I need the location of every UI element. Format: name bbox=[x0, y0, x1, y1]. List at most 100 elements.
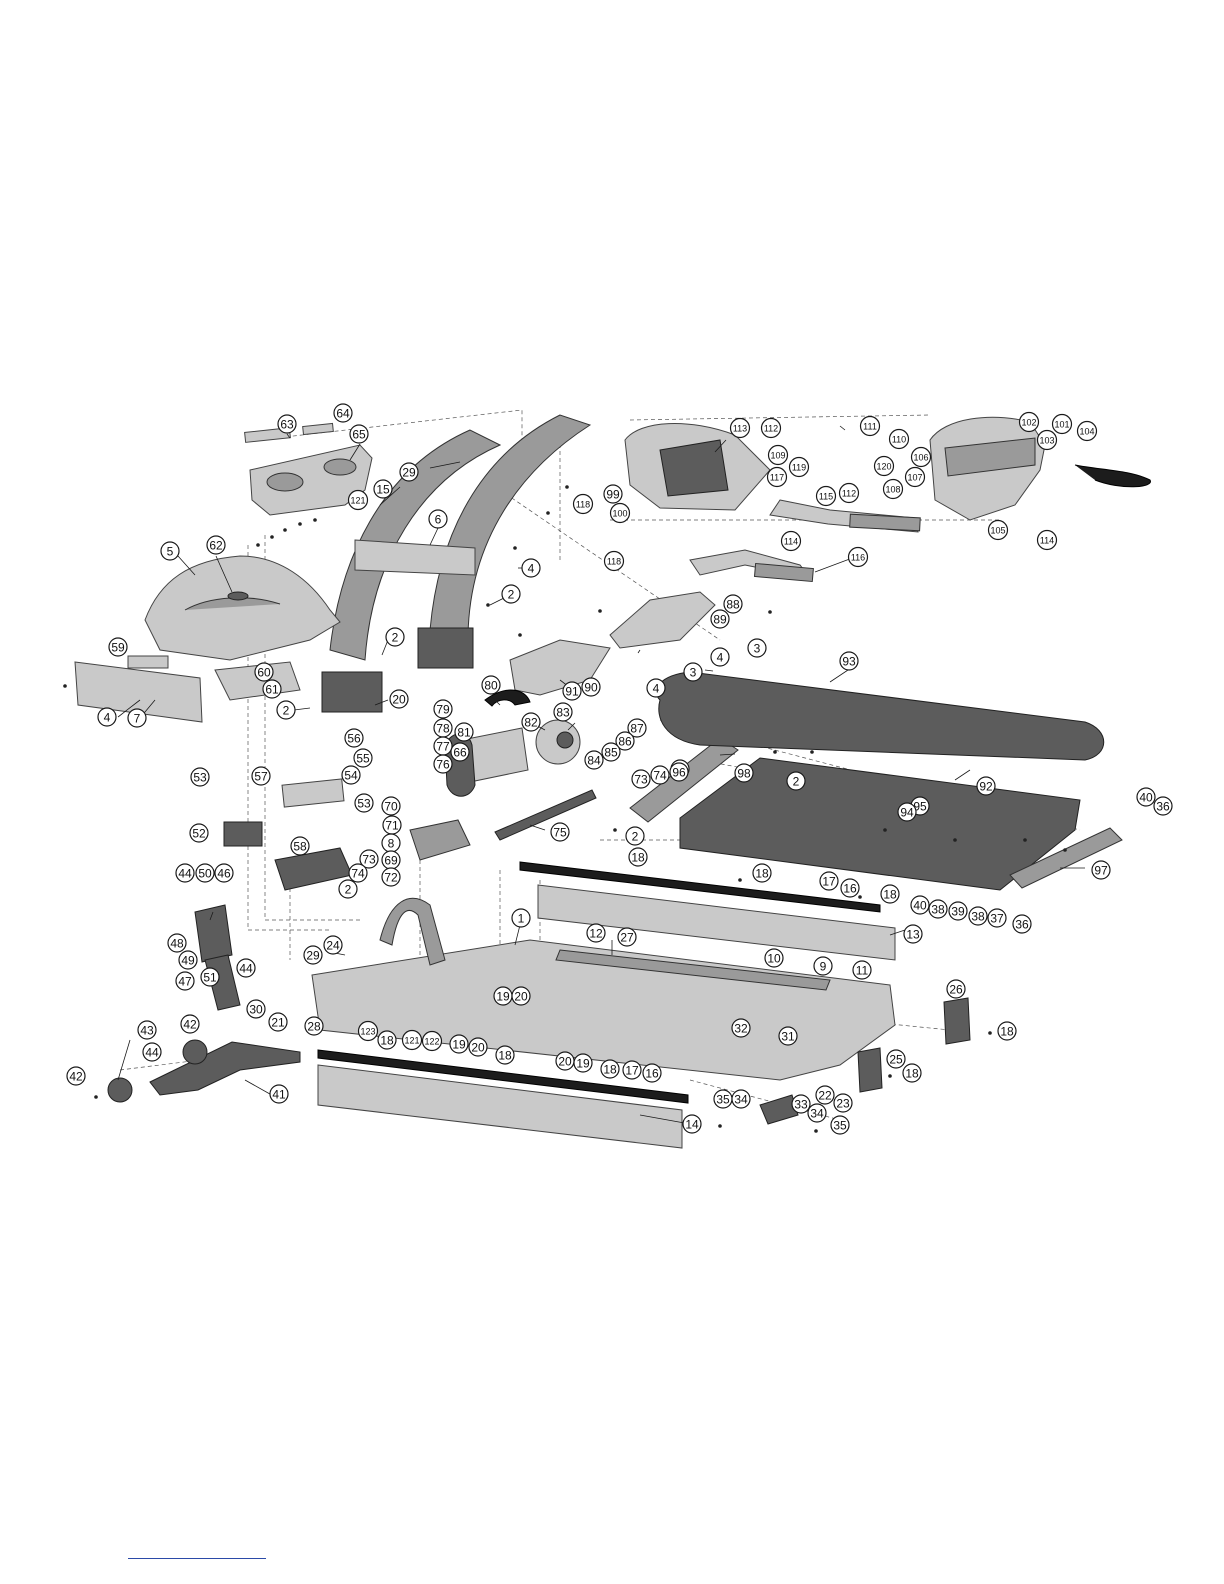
callout-81: 81 bbox=[454, 722, 474, 742]
callout-13: 13 bbox=[903, 924, 923, 944]
callout-107: 107 bbox=[904, 466, 926, 488]
callout-circle bbox=[175, 863, 195, 883]
callout-circle bbox=[791, 1094, 811, 1114]
callout-number: 92 bbox=[979, 780, 993, 794]
callout-1: 1 bbox=[511, 908, 531, 928]
callout-16: 16 bbox=[840, 878, 860, 898]
callout-number: 19 bbox=[576, 1057, 590, 1071]
callout-114: 114 bbox=[780, 530, 802, 552]
callout-number: 118 bbox=[576, 500, 590, 510]
running-belt bbox=[655, 671, 1105, 761]
callout-number: 25 bbox=[889, 1053, 903, 1067]
callout-number: 74 bbox=[351, 867, 365, 881]
callout-circle bbox=[847, 546, 869, 568]
callout-circle bbox=[481, 675, 501, 695]
callout-32: 32 bbox=[731, 1018, 751, 1038]
callout-circle bbox=[97, 707, 117, 727]
callout-69: 69 bbox=[381, 850, 401, 870]
callout-circle bbox=[344, 728, 364, 748]
callout-circle bbox=[433, 754, 453, 774]
callout-circle bbox=[246, 999, 266, 1019]
callout-circle bbox=[254, 662, 274, 682]
callout-number: 112 bbox=[842, 489, 856, 499]
callout-number: 60 bbox=[257, 666, 271, 680]
callout-number: 18 bbox=[883, 888, 897, 902]
callout-number: 65 bbox=[352, 428, 366, 442]
callout-29: 29 bbox=[303, 945, 323, 965]
callout-number: 10 bbox=[767, 952, 781, 966]
callout-number: 40 bbox=[913, 899, 927, 913]
callout-number: 107 bbox=[907, 473, 922, 483]
callout-number: 59 bbox=[111, 641, 125, 655]
callout-number: 20 bbox=[471, 1041, 485, 1055]
callout-number: 114 bbox=[784, 537, 798, 547]
callout-110: 110 bbox=[888, 428, 910, 450]
callout-number: 34 bbox=[810, 1107, 824, 1121]
left-upright bbox=[329, 429, 502, 661]
callout-122: 122 bbox=[421, 1030, 443, 1052]
label-64 bbox=[302, 422, 334, 436]
callout-number: 112 bbox=[764, 424, 778, 434]
callout-number: 90 bbox=[584, 681, 598, 695]
callout-51: 51 bbox=[200, 967, 220, 987]
display-screen bbox=[944, 437, 1036, 477]
callout-number: 18 bbox=[905, 1067, 919, 1081]
callout-2: 2 bbox=[385, 627, 405, 647]
callout-circle bbox=[669, 762, 689, 782]
callout-number: 53 bbox=[193, 771, 207, 785]
callout-circle bbox=[830, 1115, 850, 1135]
callout-circle bbox=[946, 979, 966, 999]
callout-circle bbox=[786, 771, 806, 791]
callout-22: 22 bbox=[815, 1085, 835, 1105]
callout-90: 90 bbox=[581, 677, 601, 697]
callout-number: 39 bbox=[951, 905, 965, 919]
wheel-43a bbox=[182, 1039, 208, 1065]
callout-number: 114 bbox=[1040, 536, 1054, 546]
callout-circle bbox=[987, 908, 1007, 928]
callout-number: 71 bbox=[385, 819, 399, 833]
callout-number: 19 bbox=[452, 1038, 466, 1052]
callout-number: 33 bbox=[794, 1098, 808, 1112]
callout-circle bbox=[562, 681, 582, 701]
callout-circle bbox=[760, 417, 782, 439]
callout-circle bbox=[780, 530, 802, 552]
callout-number: 2 bbox=[793, 775, 800, 789]
callout-circle bbox=[788, 456, 810, 478]
motor-bracket-80 bbox=[484, 689, 531, 707]
callout-44: 44 bbox=[175, 863, 195, 883]
callout-circle bbox=[764, 948, 784, 968]
callout-number: 4 bbox=[717, 651, 724, 665]
hand-grip-left bbox=[753, 562, 814, 583]
callout-26: 26 bbox=[946, 979, 966, 999]
callout-circle bbox=[290, 836, 310, 856]
callout-circle bbox=[269, 1084, 289, 1104]
callout-123: 123 bbox=[357, 1020, 379, 1042]
callout-17: 17 bbox=[819, 871, 839, 891]
callout-circle bbox=[615, 731, 635, 751]
callout-49: 49 bbox=[178, 950, 198, 970]
callout-circle bbox=[1012, 914, 1032, 934]
callout-number: 119 bbox=[792, 463, 806, 473]
callout-12: 12 bbox=[586, 923, 606, 943]
callout-circle bbox=[511, 908, 531, 928]
callout-circle bbox=[377, 1030, 397, 1050]
side-rail-13 bbox=[537, 884, 896, 961]
callout-number: 3 bbox=[690, 666, 697, 680]
callout-2: 2 bbox=[276, 700, 296, 720]
callout-circle bbox=[584, 750, 604, 770]
callout-57: 57 bbox=[251, 766, 271, 786]
callout-number: 74 bbox=[653, 769, 667, 783]
callout-number: 44 bbox=[145, 1046, 159, 1060]
callout-34: 34 bbox=[731, 1089, 751, 1109]
callout-circle bbox=[586, 923, 606, 943]
callout-number: 87 bbox=[630, 722, 644, 736]
callout-circle bbox=[1136, 787, 1156, 807]
callout-number: 121 bbox=[350, 496, 365, 506]
callout-number: 120 bbox=[876, 462, 891, 472]
callout-number: 55 bbox=[356, 752, 370, 766]
callout-number: 96 bbox=[672, 766, 686, 780]
callout-19: 19 bbox=[573, 1053, 593, 1073]
callout-circle bbox=[910, 895, 930, 915]
callout-18: 18 bbox=[902, 1063, 922, 1083]
